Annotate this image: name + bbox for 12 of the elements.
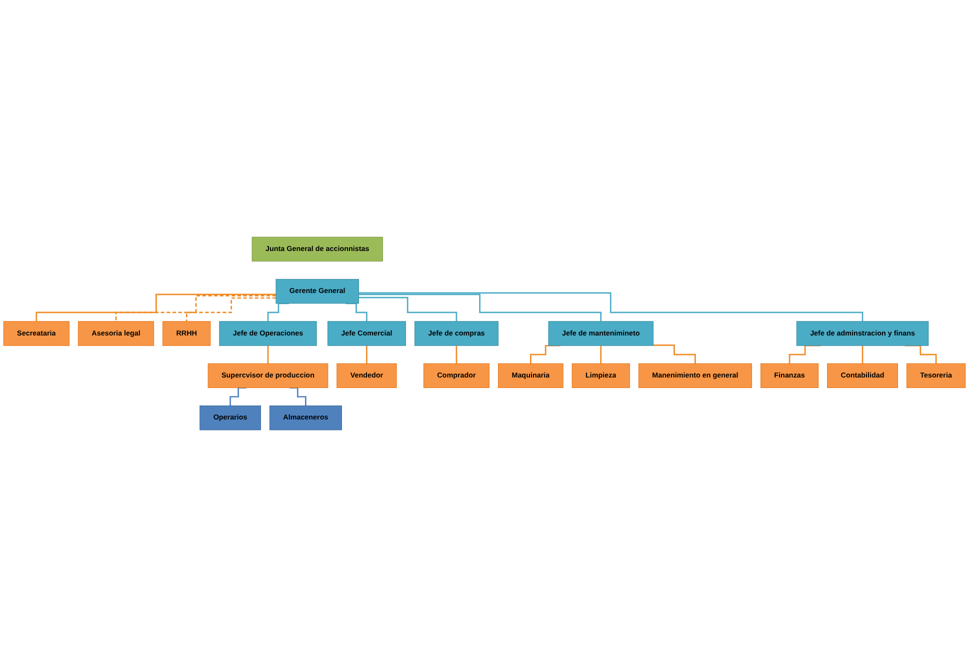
connector xyxy=(358,296,458,322)
connector xyxy=(862,344,864,364)
connector xyxy=(358,292,864,322)
connector xyxy=(267,344,269,364)
connector xyxy=(358,294,602,322)
connector xyxy=(653,344,696,364)
connector xyxy=(186,297,276,322)
connector xyxy=(456,344,458,364)
connector xyxy=(115,294,276,322)
connector xyxy=(366,344,368,364)
connector xyxy=(36,294,276,322)
connector xyxy=(600,344,602,364)
